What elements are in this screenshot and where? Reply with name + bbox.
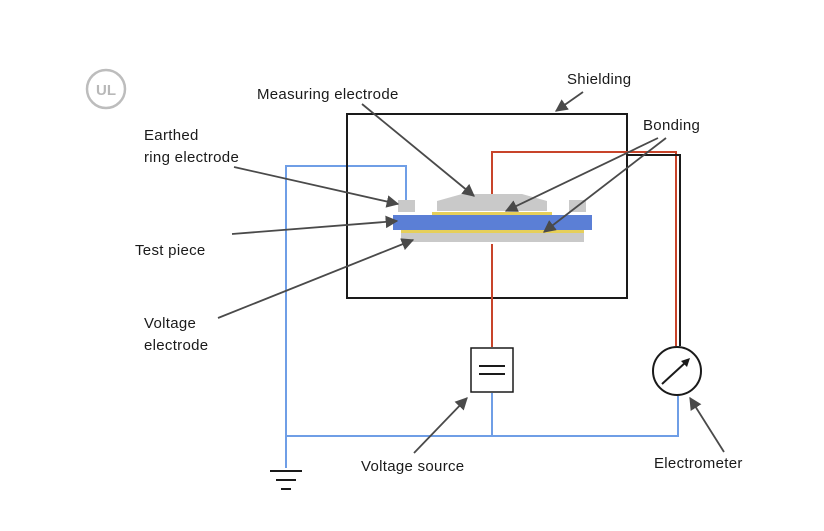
signal-wiring [491,151,677,347]
label-voltage-electrode-line2: electrode [144,337,208,354]
label-shielding: Shielding [567,71,631,88]
arrow-measuring-electrode [361,103,475,197]
shielding-box [346,113,628,299]
label-earthed-line1: Earthed [144,127,199,144]
electrometer-symbol [652,346,702,396]
ground-symbol [270,470,302,490]
bonding-layer-bottom [401,230,584,233]
electrode-stack [393,194,592,242]
arrow-voltage-electrode [217,238,415,319]
voltage-electrode [401,233,584,242]
shield-bond-wire [627,154,681,346]
arrow-electrometer [689,396,725,453]
ul-logo: UL [85,68,127,110]
test-piece [393,215,592,230]
arrow-bonding-bottom [543,137,667,233]
label-earthed-line2: ring electrode [144,149,239,166]
ul-logo-text: UL [96,82,116,99]
arrow-bonding-top [504,137,659,212]
bonding-layer-top [432,212,552,215]
label-bonding: Bonding [643,117,700,134]
leader-arrows [217,91,725,454]
labels: Shielding Measuring electrode Bonding Ea… [135,71,743,475]
label-electrometer: Electrometer [654,455,743,472]
earth-wiring [285,165,679,468]
arrow-test-piece [231,215,399,235]
label-voltage-source: Voltage source [361,458,464,475]
voltage-source-symbol [470,347,514,393]
label-voltage-electrode-line1: Voltage [144,315,196,332]
arrow-voltage-source [413,397,468,454]
label-test-piece: Test piece [135,242,206,259]
earthed-ring-electrode-left [398,200,415,212]
arrow-shielding [554,91,584,112]
measuring-electrode [437,194,547,211]
label-measuring-electrode: Measuring electrode [257,86,399,103]
arrow-earthed-ring [233,166,400,208]
